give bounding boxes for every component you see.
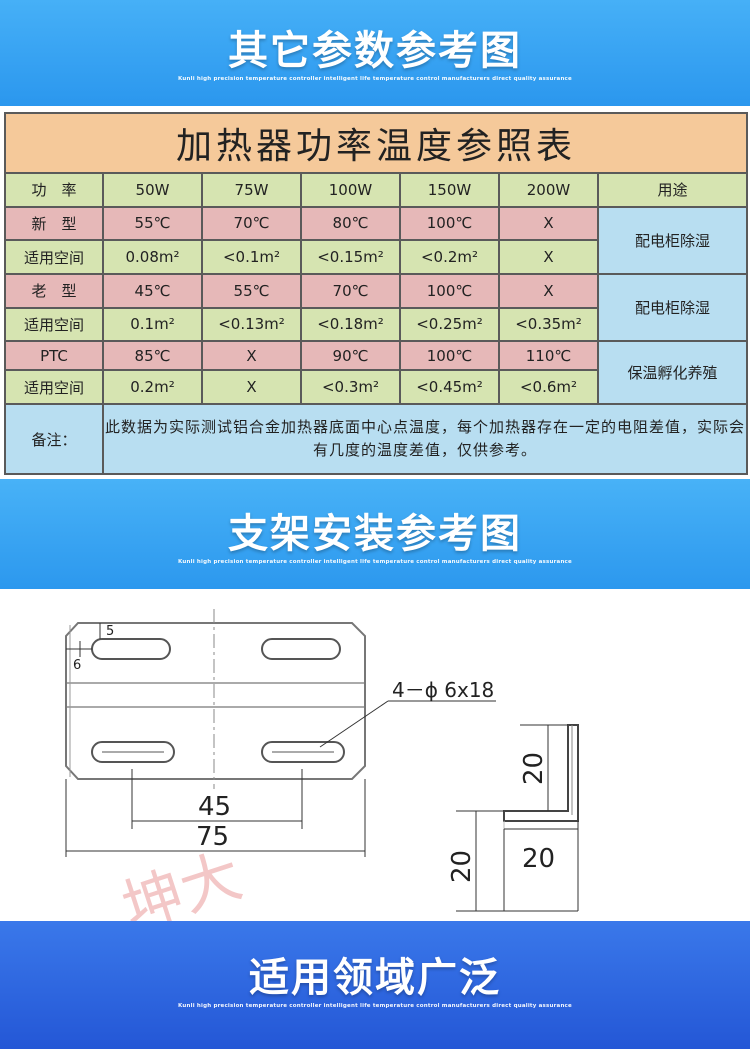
section-title: 支架安装参考图 xyxy=(228,511,522,557)
power-temperature-table-section: 加热器功率温度参照表 功 率 50W 75W 100W 150W 200W 用途… xyxy=(0,106,750,479)
dimension-label: 45 xyxy=(198,792,231,822)
section-title: 适用领域广泛 xyxy=(249,955,501,1001)
header-cell: 200W xyxy=(498,172,599,208)
table-cell: <0.18m² xyxy=(300,306,401,343)
usage-cell: 保温孵化养殖 xyxy=(596,340,749,405)
remark-label: 备注： xyxy=(4,403,104,475)
table-header-row: 功 率 50W 75W 100W 150W 200W 用途 xyxy=(4,172,749,208)
table-cell: 0.08m² xyxy=(102,239,203,275)
watermark-text: 坤大 xyxy=(114,841,250,921)
section-subtitle: Kunli high precision temperature control… xyxy=(178,559,572,565)
usage-cell: 配电柜除湿 xyxy=(596,205,749,275)
section-subtitle: Kunli high precision temperature control… xyxy=(178,76,572,82)
table-cell: X xyxy=(498,205,599,242)
table-cell: X xyxy=(201,340,302,372)
table-row: PTC 85℃ X 90℃ 100℃ 110℃ 保温孵化养殖 xyxy=(4,340,749,405)
section-subtitle: Kunli high precision temperature control… xyxy=(178,1003,572,1009)
mounting-slots xyxy=(91,638,345,763)
table-cell: X xyxy=(201,369,302,405)
table-cell: <0.6m² xyxy=(498,369,599,405)
table-caption: 加热器功率温度参照表 xyxy=(3,112,749,174)
dimension-label: 20 xyxy=(519,752,549,785)
header-cell: 150W xyxy=(399,172,500,208)
table-cell: 0.1m² xyxy=(102,306,203,343)
table-cell: <0.13m² xyxy=(201,306,302,343)
table-cell: X xyxy=(498,239,599,275)
header-cell: 100W xyxy=(300,172,401,208)
l-profile-dimensions xyxy=(456,724,579,912)
table-cell: 85℃ xyxy=(102,340,203,372)
section-title: 其它参数参考图 xyxy=(228,28,522,74)
slot xyxy=(91,638,171,660)
table-row: 老 型 45℃ 55℃ 70℃ 100℃ X 配电柜除湿 xyxy=(4,272,749,343)
bracket-banner: 支架安装参考图 Kunli high precision temperature… xyxy=(0,479,750,589)
leader-line xyxy=(319,700,389,748)
table-cell: 0.2m² xyxy=(102,369,203,405)
hole-spec-label: 4－ϕ 6x18 xyxy=(392,678,494,702)
header-banner: 其它参数参考图 Kunli high precision temperature… xyxy=(0,0,750,106)
application-banner: 适用领域广泛 Kunli high precision temperature … xyxy=(0,921,750,1049)
row-label: 适用空间 xyxy=(4,369,104,405)
header-cell: 75W xyxy=(201,172,302,208)
usage-cell: 配电柜除湿 xyxy=(596,272,749,343)
header-cell: 用途 xyxy=(596,172,749,208)
header-cell: 50W xyxy=(102,172,203,208)
table-cell: 80℃ xyxy=(300,205,401,242)
table-cell: 55℃ xyxy=(201,272,302,309)
table-cell: <0.1m² xyxy=(201,239,302,275)
row-label: PTC xyxy=(4,340,104,372)
dimension-marks-small xyxy=(66,623,101,657)
row-label: 老 型 xyxy=(4,272,104,309)
table-cell: <0.25m² xyxy=(399,306,500,343)
power-temperature-table: 加热器功率温度参照表 功 率 50W 75W 100W 150W 200W 用途… xyxy=(3,112,749,475)
dimension-label: 5 xyxy=(106,624,114,639)
row-label: 适用空间 xyxy=(4,239,104,275)
table-cell: 90℃ xyxy=(300,340,401,372)
table-cell: 70℃ xyxy=(201,205,302,242)
slot xyxy=(261,638,341,660)
table-cell: <0.35m² xyxy=(498,306,599,343)
bracket-plate xyxy=(65,622,366,780)
table-cell: <0.3m² xyxy=(300,369,401,405)
row-label: 适用空间 xyxy=(4,306,104,343)
row-label: 新 型 xyxy=(4,205,104,242)
remark-text: 此数据为实际测试铝合金加热器底面中心点温度，每个加热器存在一定的电阻差值，实际会… xyxy=(101,403,749,475)
table-cell: 70℃ xyxy=(300,272,401,309)
table-cell: 110℃ xyxy=(498,340,599,372)
remark-row: 备注： 此数据为实际测试铝合金加热器底面中心点温度，每个加热器存在一定的电阻差值… xyxy=(4,403,749,475)
table-row: 新 型 55℃ 70℃ 80℃ 100℃ X 配电柜除湿 xyxy=(4,205,749,275)
table-cell: X xyxy=(498,272,599,309)
table-cell: 45℃ xyxy=(102,272,203,309)
table-row: 适用空间 0.1m² <0.13m² <0.18m² <0.25m² <0.35… xyxy=(4,306,748,343)
table-cell: 100℃ xyxy=(399,205,500,242)
table-cell: 55℃ xyxy=(102,205,203,242)
dimension-label: 20 xyxy=(447,850,477,883)
bracket-drawing-svg: 坤大 5 6 4－ϕ 6x18 xyxy=(65,609,579,921)
table-cell: <0.45m² xyxy=(399,369,500,405)
bracket-drawing: 坤大 5 6 4－ϕ 6x18 xyxy=(0,589,750,921)
table-cell: <0.2m² xyxy=(399,239,500,275)
dimension-label: 6 xyxy=(73,658,81,673)
table-cell: 100℃ xyxy=(399,272,500,309)
header-cell: 功 率 xyxy=(4,172,104,208)
table-cell: <0.15m² xyxy=(300,239,401,275)
dimension-45-lines xyxy=(65,769,366,857)
dimension-label: 20 xyxy=(522,844,555,874)
dimension-label: 75 xyxy=(196,822,229,852)
table-cell: 100℃ xyxy=(399,340,500,372)
